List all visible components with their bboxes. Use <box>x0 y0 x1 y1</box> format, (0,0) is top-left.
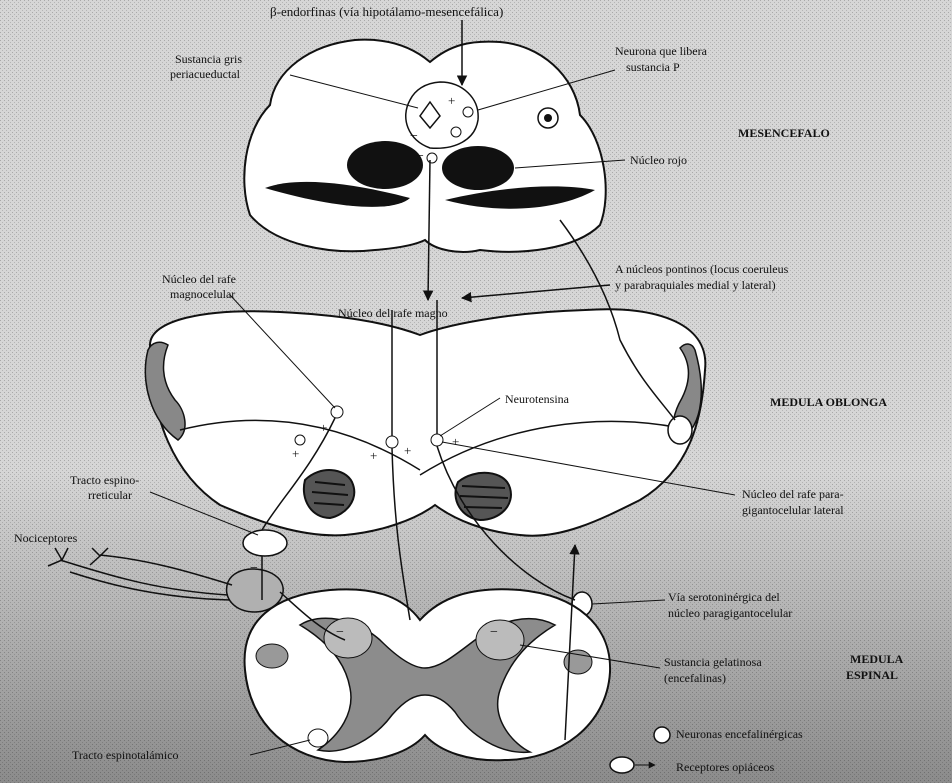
legend-receptor-symbol <box>610 757 634 773</box>
label-via-2: núcleo paragigantocelular <box>668 606 792 621</box>
medulla-lateral-node <box>668 416 692 444</box>
label-nucleo-rafe-mag-2: magnocelular <box>170 287 235 302</box>
spinoreticular-tract-node <box>243 530 287 556</box>
label-medula-espinal-2: ESPINAL <box>846 668 898 683</box>
dorsal-horn-left <box>324 618 372 658</box>
pag-neuron-2 <box>451 127 461 137</box>
sign-minus-1: − <box>410 129 418 144</box>
label-nucleo-rafe-magno: Núcleo del rafe magno <box>338 306 448 321</box>
label-nucleo-rafe-para-1: Núcleo del rafe para- <box>742 487 844 502</box>
medullary-neuron-left <box>295 435 305 445</box>
label-nucleo-rojo: Núcleo rojo <box>630 153 687 168</box>
label-medula-espinal-1: MEDULA <box>850 652 903 667</box>
sign-plus-1: + <box>448 93 455 108</box>
olive-right <box>455 473 510 520</box>
dorsal-horn-right <box>476 620 524 660</box>
legend-neuron-symbol <box>654 727 670 743</box>
label-neurona-2: sustancia P <box>626 60 680 75</box>
label-neuronas-encefalinergicas: Neuronas encefalinérgicas <box>676 727 803 742</box>
label-sustancia-gelatinosa-2: (encefalinas) <box>664 671 726 686</box>
label-tracto-espino-1: Tracto espino- <box>70 473 139 488</box>
red-nucleus-right <box>442 146 514 190</box>
label-sustancia-gris-1: Sustancia gris <box>175 52 242 67</box>
sign-minus-5: − <box>490 625 498 640</box>
raphe-magnocellular-neuron <box>331 406 343 418</box>
sign-plus-5: + <box>404 443 411 458</box>
spinothalamic-tract-node <box>308 729 328 747</box>
label-sustancia-gelatinosa-1: Sustancia gelatinosa <box>664 655 762 670</box>
sign-minus-4: − <box>336 625 344 640</box>
label-beta-endorfinas: β-endorfinas (vía hipotálamo-mesencefáli… <box>270 4 503 19</box>
sign-plus-3: + <box>292 446 299 461</box>
label-sustancia-gris-2: periacueductal <box>170 67 240 82</box>
pag-neuron-1 <box>463 107 473 117</box>
label-tracto-espinotalamico: Tracto espinotalámico <box>72 748 179 763</box>
spinal-tract-left <box>256 644 288 668</box>
label-nucleos-pontinos-2: y parabraquiales medial y lateral) <box>615 278 776 293</box>
substance-p-neuron-core <box>544 114 552 122</box>
label-neurotensina: Neurotensina <box>505 392 569 407</box>
sign-minus-3: − <box>250 561 258 576</box>
label-tracto-espino-2: rreticular <box>88 488 132 503</box>
sign-plus-6: + <box>452 434 459 449</box>
raphe-magnus-neuron <box>386 436 398 448</box>
label-mesencefalo: MESENCEFALO <box>738 126 830 141</box>
label-nucleos-pontinos-1: A núcleos pontinos (locus coeruleus <box>615 262 788 277</box>
sign-minus-2: − <box>416 149 424 164</box>
sign-plus-2: + <box>320 420 327 435</box>
label-nucleo-rafe-mag-1: Núcleo del rafe <box>162 272 236 287</box>
label-medula-oblonga: MEDULA OBLONGA <box>770 395 887 410</box>
label-nociceptores: Nociceptores <box>14 531 77 546</box>
label-neurona-1: Neurona que libera <box>615 44 707 59</box>
red-nucleus-left <box>347 141 423 189</box>
label-receptores-opiaceos: Receptores opiáceos <box>676 760 774 775</box>
pag-neuron-3 <box>427 153 437 163</box>
sign-plus-4: + <box>370 448 377 463</box>
label-via-1: Vía serotoninérgica del <box>668 590 780 605</box>
label-nucleo-rafe-para-2: gigantocelular lateral <box>742 503 844 518</box>
